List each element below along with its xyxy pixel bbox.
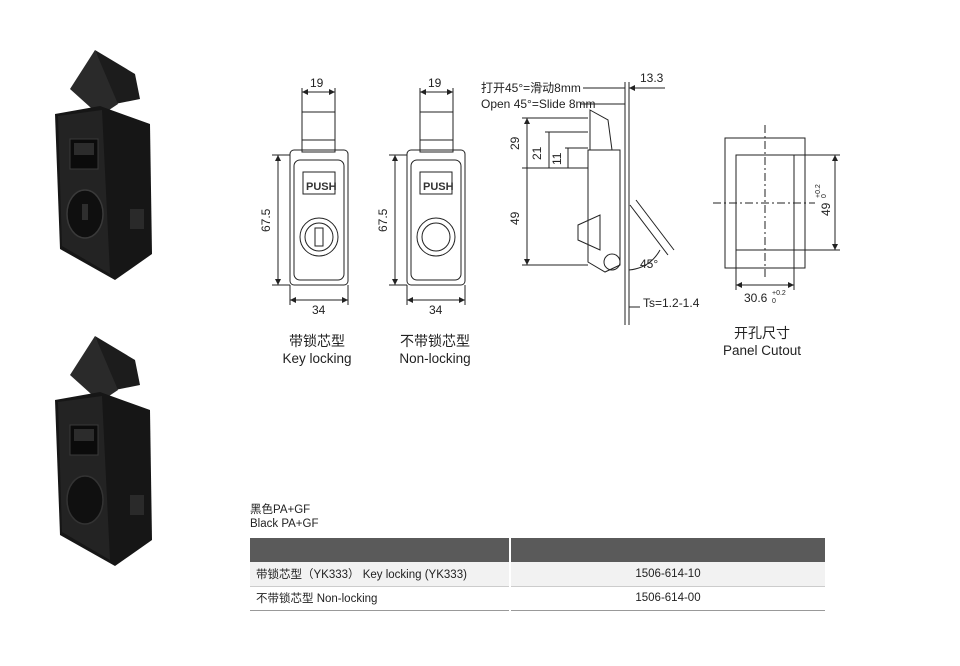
side-dim-21-label: 21 bbox=[530, 146, 544, 160]
caption-key-locking: 带锁芯型 Key locking bbox=[267, 332, 367, 368]
spec-table-header bbox=[250, 538, 825, 562]
front-view-key-locking bbox=[272, 88, 349, 305]
product-photo-key-locking bbox=[55, 50, 152, 280]
caption-panel-cutout: 开孔尺寸 Panel Cutout bbox=[712, 324, 812, 360]
technical-drawings: 19 67.5 34 PUSH 19 67.5 34 PUSH 打开45°=滑动… bbox=[259, 71, 840, 325]
caption-panel-cutout-en: Panel Cutout bbox=[722, 343, 802, 358]
key-push-label: PUSH bbox=[306, 181, 337, 193]
table-row-code: 1506-614-00 bbox=[509, 586, 825, 610]
cutout-height-label: 49 bbox=[819, 202, 833, 216]
caption-key-locking-cn: 带锁芯型 bbox=[289, 333, 345, 349]
table-row-description: 不带锁芯型 Non-locking bbox=[256, 593, 378, 605]
key-height-label: 67.5 bbox=[259, 208, 273, 232]
product-photo-non-locking bbox=[55, 336, 152, 566]
caption-non-locking-cn: 不带锁芯型 bbox=[400, 333, 470, 349]
key-width-top-label: 19 bbox=[310, 76, 324, 90]
side-dim-top-label: 13.3 bbox=[640, 71, 664, 85]
side-dim-11-label: 11 bbox=[550, 152, 564, 165]
panel-cutout-view bbox=[713, 125, 840, 290]
cutout-height-tol-high: +0.2 bbox=[815, 184, 822, 198]
side-dim-49-label: 49 bbox=[508, 211, 522, 225]
side-dim-29-label: 29 bbox=[508, 136, 522, 150]
side-angle-label: 45° bbox=[640, 257, 658, 271]
nonkey-width-top-label: 19 bbox=[428, 76, 442, 90]
nonkey-height-label: 67.5 bbox=[376, 208, 390, 232]
caption-non-locking-en: Non-locking bbox=[399, 351, 471, 366]
cutout-width-label: 30.6 bbox=[744, 291, 768, 305]
side-note-en: Open 45°=Slide 8mm bbox=[481, 97, 596, 111]
cutout-width-tol-low: 0 bbox=[772, 298, 776, 305]
nonkey-push-label: PUSH bbox=[423, 181, 454, 193]
cutout-height-tol-low: 0 bbox=[821, 194, 828, 198]
material-cn: 黑色PA+GF bbox=[250, 504, 311, 516]
spec-header-code bbox=[510, 538, 825, 562]
front-view-non-locking bbox=[389, 88, 466, 305]
key-width-bottom-label: 34 bbox=[312, 303, 326, 317]
table-row: 不带锁芯型 Non-locking 1506-614-00 bbox=[250, 586, 825, 610]
side-view bbox=[522, 82, 675, 325]
cutout-width-tol-high: +0.2 bbox=[772, 290, 786, 297]
table-row-description: 带锁芯型（YK333） Key locking (YK333) bbox=[256, 568, 467, 581]
caption-key-locking-en: Key locking bbox=[282, 351, 352, 366]
material-note: 黑色PA+GF Black PA+GF bbox=[250, 503, 319, 531]
spec-table: 带锁芯型（YK333） Key locking (YK333) 1506-614… bbox=[250, 538, 825, 611]
spec-header-description bbox=[250, 538, 511, 562]
side-thickness-label: Ts=1.2-1.4 bbox=[643, 296, 700, 310]
nonkey-width-bottom-label: 34 bbox=[429, 303, 443, 317]
table-row-code: 1506-614-10 bbox=[509, 562, 825, 586]
material-en: Black PA+GF bbox=[250, 518, 319, 530]
table-row: 带锁芯型（YK333） Key locking (YK333) 1506-614… bbox=[250, 562, 825, 586]
side-note-cn: 打开45°=滑动8mm bbox=[481, 81, 581, 95]
caption-panel-cutout-cn: 开孔尺寸 bbox=[734, 325, 790, 341]
caption-non-locking: 不带锁芯型 Non-locking bbox=[385, 332, 485, 368]
